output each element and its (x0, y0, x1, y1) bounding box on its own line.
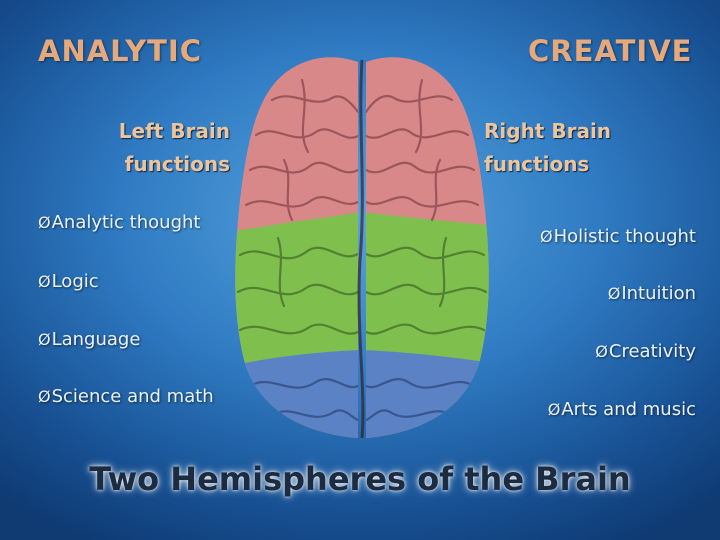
creative-heading: CREATIVE (528, 34, 693, 68)
right-function-item: ØArts and music (548, 399, 696, 420)
left-subheading-line2: functions (124, 152, 230, 176)
left-function-label: Analytic thought (51, 212, 201, 233)
left-function-label: Logic (51, 271, 99, 292)
bullet-arrow-icon: Ø (540, 227, 553, 246)
analytic-heading: ANALYTIC (38, 34, 202, 68)
slide-caption: Two Hemispheres of the Brain (89, 460, 631, 498)
left-function-item: ØScience and math (38, 386, 214, 407)
left-subheading-line1: Left Brain (118, 119, 230, 143)
right-function-label: Arts and music (561, 399, 696, 420)
bullet-arrow-icon: Ø (38, 387, 51, 406)
right-function-item: ØCreativity (595, 341, 696, 362)
right-function-item: ØIntuition (608, 283, 696, 304)
right-function-label: Creativity (608, 341, 696, 362)
left-hemisphere (235, 57, 359, 438)
right-brain-subheading: Right Brain functions (484, 115, 624, 181)
bullet-arrow-icon: Ø (38, 213, 51, 232)
bullet-arrow-icon: Ø (38, 272, 51, 291)
bullet-arrow-icon: Ø (38, 330, 51, 349)
left-function-item: ØLanguage (38, 329, 140, 350)
right-subheading-line2: functions (484, 152, 590, 176)
left-function-item: ØAnalytic thought (38, 212, 200, 233)
left-function-item: ØLogic (38, 271, 99, 292)
bullet-arrow-icon: Ø (595, 342, 608, 361)
brain-illustration (235, 57, 489, 439)
left-function-label: Science and math (51, 386, 214, 407)
right-subheading-line1: Right Brain (484, 119, 612, 143)
left-brain-subheading: Left Brain functions (112, 115, 230, 181)
right-hemisphere (366, 57, 489, 438)
right-function-label: Intuition (621, 283, 696, 304)
right-function-item: ØHolistic thought (540, 226, 696, 247)
right-function-label: Holistic thought (553, 226, 696, 247)
left-function-label: Language (51, 329, 141, 350)
bullet-arrow-icon: Ø (607, 284, 621, 303)
bullet-arrow-icon: Ø (547, 400, 561, 419)
